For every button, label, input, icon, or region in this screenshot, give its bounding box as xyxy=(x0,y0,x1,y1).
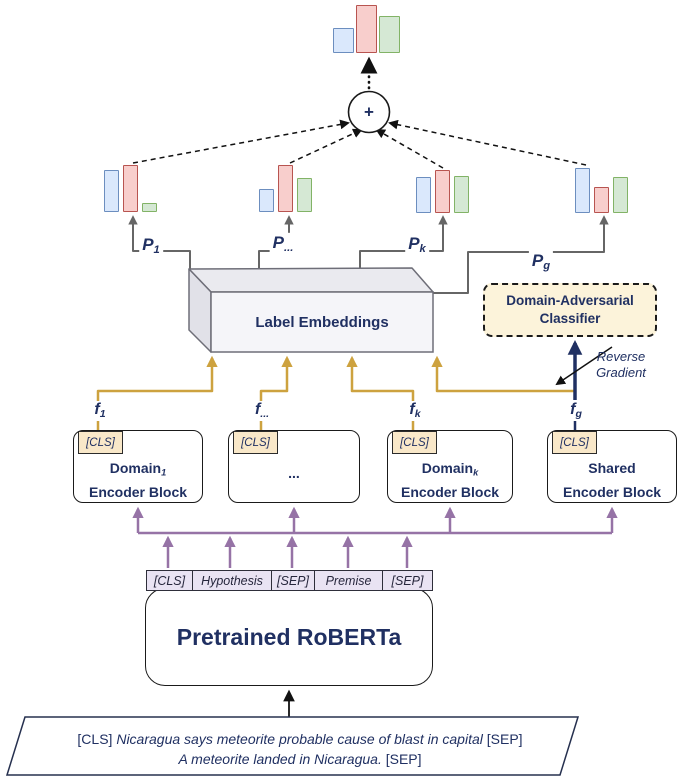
label-fk: fk xyxy=(409,401,421,421)
blue-bar xyxy=(259,189,274,212)
gold-connector-fk xyxy=(346,355,415,401)
green-bar xyxy=(454,176,469,213)
roberta-title: Pretrained RoBERTa xyxy=(176,623,402,650)
cls-tag-block3: [CLS] xyxy=(392,431,437,454)
block1-line1: Domain1 xyxy=(109,460,167,478)
label-fg: fg xyxy=(570,401,582,421)
red-bar xyxy=(123,165,138,212)
blue-bar xyxy=(104,170,119,212)
block2-line1: ... xyxy=(288,465,300,481)
input-sentence: [CLS] Nicaragua says meteorite probable … xyxy=(20,729,580,769)
label-f1: f1 xyxy=(94,401,106,421)
dashed-arrow-pdots-to-sum xyxy=(289,128,363,164)
dashed-arrow-pg-to-sum xyxy=(388,119,587,166)
label-embeddings-front-face xyxy=(210,291,434,353)
blue-bar xyxy=(333,28,354,53)
classifier-line2: Classifier xyxy=(539,311,601,326)
label-embeddings-top-face xyxy=(188,267,434,293)
label-fdots: f... xyxy=(254,401,270,421)
cls-tag-block1: [CLS] xyxy=(78,431,123,454)
cls-tag-block4: [CLS] xyxy=(552,431,597,454)
red-bar xyxy=(356,5,377,53)
blue-bar xyxy=(575,168,590,213)
label-embeddings-title: Label Embeddings xyxy=(255,313,389,331)
input-parallelogram xyxy=(5,716,580,776)
dashed-arrow-pk-to-sum xyxy=(375,129,444,169)
block3-line1: Domaink xyxy=(421,460,479,478)
gold-connector-fdots xyxy=(259,355,293,401)
block4-line2: Encoder Block xyxy=(562,483,662,500)
connector-pk xyxy=(359,215,448,271)
gold-connector-fg xyxy=(431,355,575,393)
block3-line2: Encoder Block xyxy=(400,483,500,500)
red-bar xyxy=(594,187,609,213)
gold-connector-f1 xyxy=(96,355,218,401)
dashed-arrow-p1-to-sum xyxy=(132,119,350,164)
block1-line2: Encoder Block xyxy=(88,483,188,500)
cls-tag-block2: [CLS] xyxy=(233,431,278,454)
sum-node-circle xyxy=(347,90,391,134)
label-pdots: P... xyxy=(269,232,297,256)
token-sep1: [SEP] xyxy=(271,570,315,591)
label-p1: P1 xyxy=(139,234,163,258)
token-hypothesis: Hypothesis xyxy=(192,570,272,591)
green-bar xyxy=(379,16,400,53)
block4-line1: Shared xyxy=(588,460,636,476)
token-sep2: [SEP] xyxy=(382,570,433,591)
blue-bar xyxy=(416,177,431,213)
pretrained-roberta-box: Pretrained RoBERTa xyxy=(145,588,433,686)
token-cls: [CLS] xyxy=(146,570,193,591)
reverse-gradient-arrow xyxy=(555,346,613,386)
prob-chart-domaink xyxy=(416,170,469,213)
domain-adversarial-classifier: Domain-Adversarial Classifier xyxy=(483,283,657,337)
label-pk: Pk xyxy=(405,233,429,257)
prob-chart-shared xyxy=(575,168,628,213)
prob-chart-domain-dots xyxy=(259,165,312,212)
red-bar xyxy=(278,165,293,212)
classifier-line1: Domain-Adversarial xyxy=(506,292,634,308)
green-bar xyxy=(297,178,312,212)
reverse-gradient-label: Reverse Gradient xyxy=(596,349,646,381)
label-pg: Pg xyxy=(528,250,554,274)
prob-chart-domain1 xyxy=(104,165,157,212)
input-line2: A meteorite landed in Nicaragua. [SEP] xyxy=(178,751,422,767)
connector-pg xyxy=(433,215,609,294)
input-line1: [CLS] Nicaragua says meteorite probable … xyxy=(77,731,523,747)
red-bar xyxy=(435,170,450,213)
green-bar xyxy=(613,177,628,213)
output-probability-chart xyxy=(333,5,400,53)
token-premise: Premise xyxy=(314,570,383,591)
green-bar xyxy=(142,203,157,212)
sum-plus-symbol: + xyxy=(364,102,374,122)
